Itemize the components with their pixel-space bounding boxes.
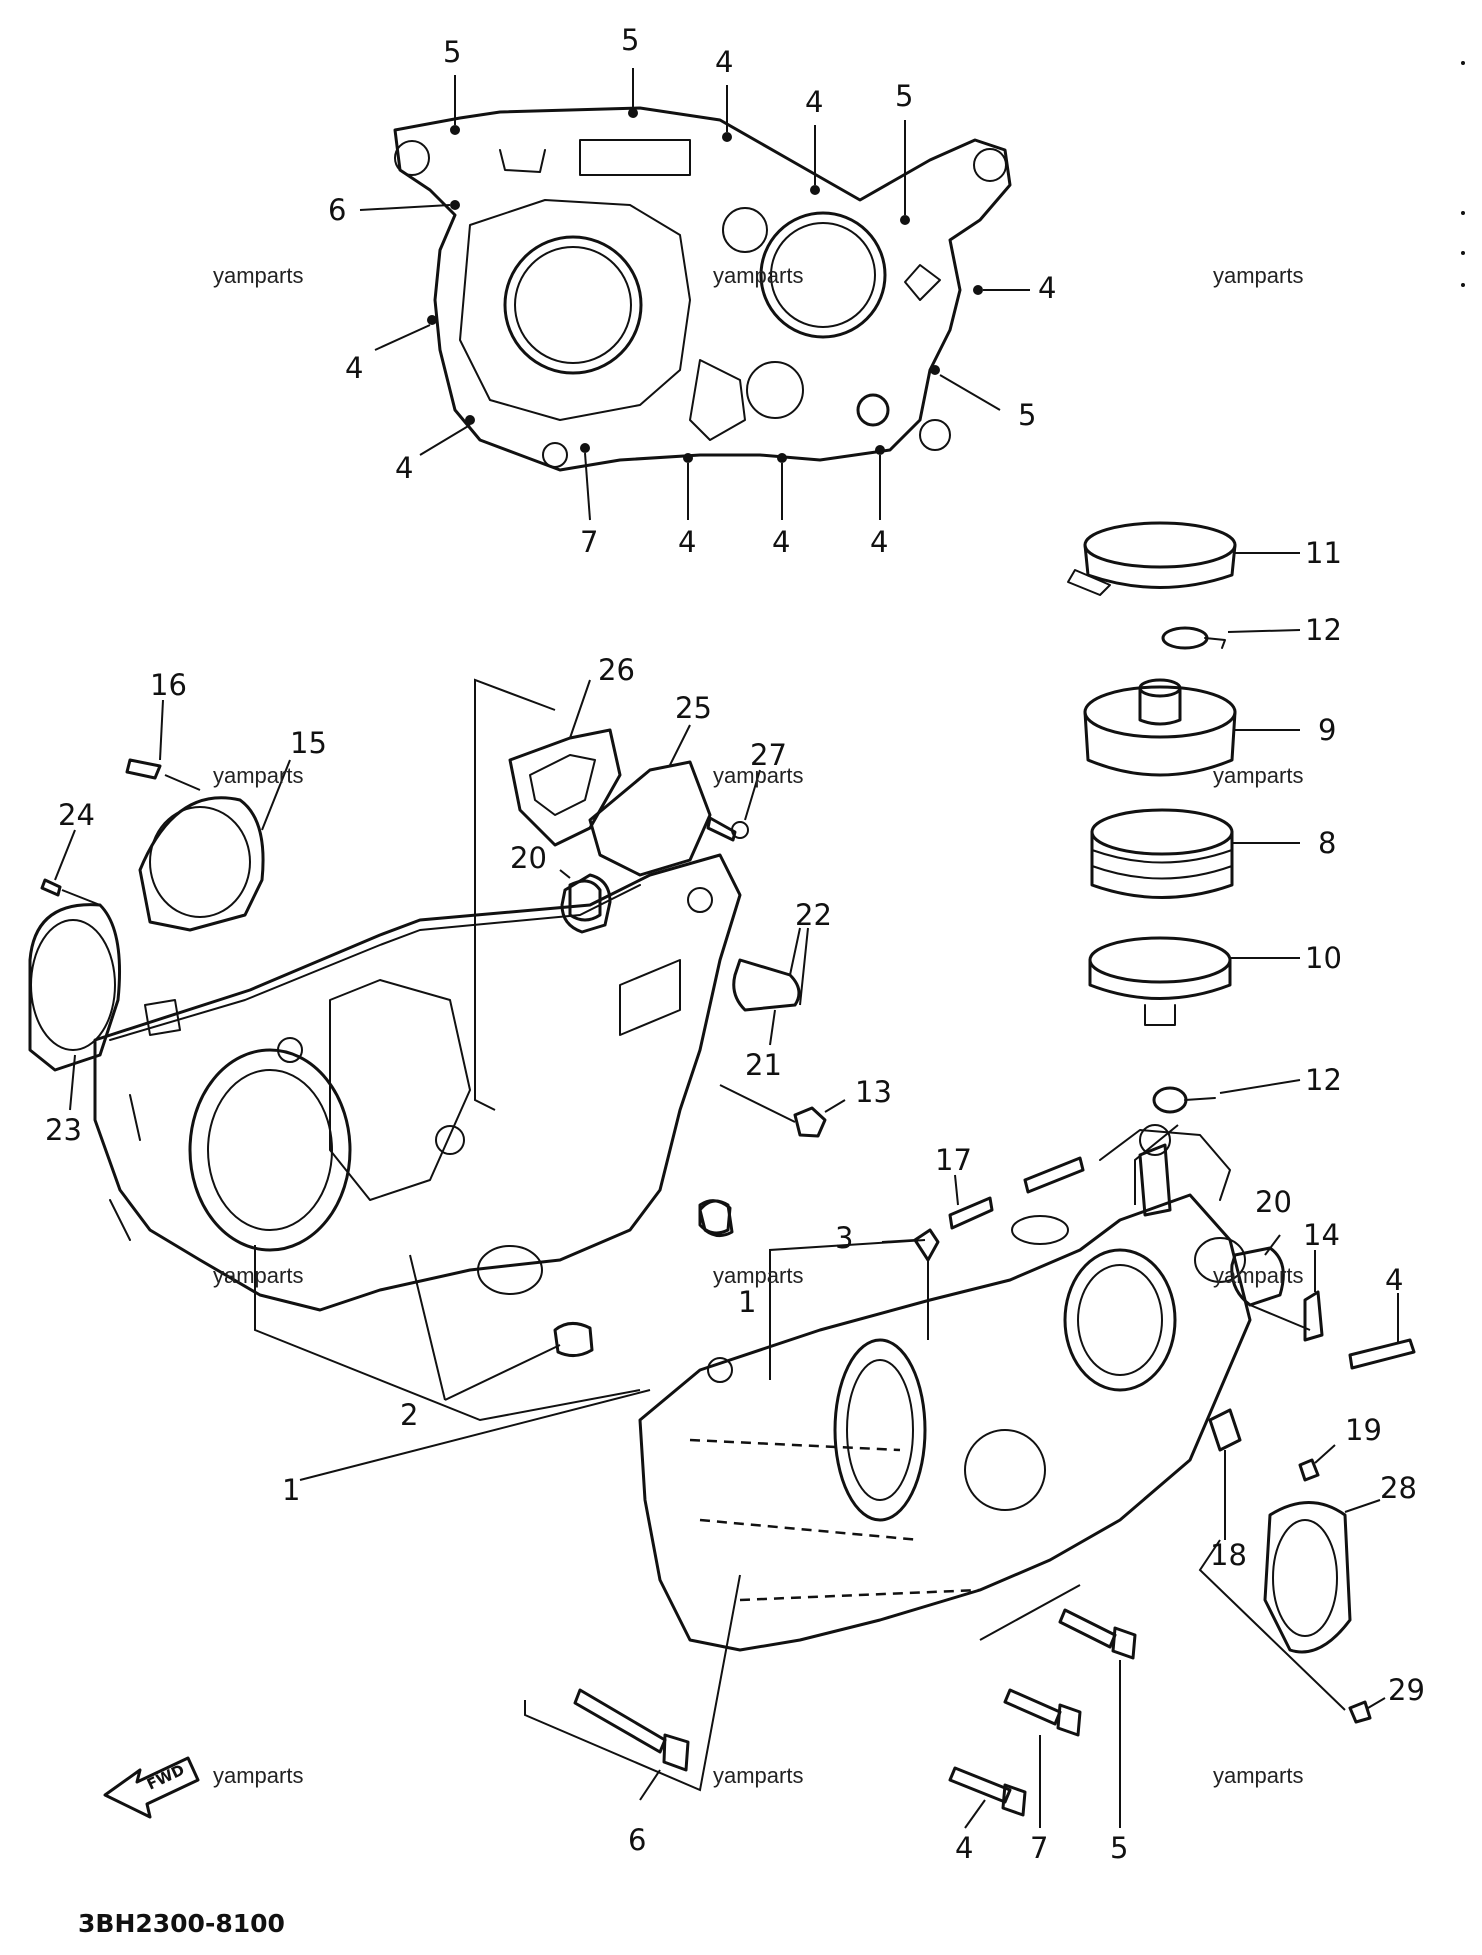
callout-top-5a: 5	[443, 35, 461, 69]
callout-28: 28	[1380, 1471, 1417, 1505]
watermark: yamparts	[1213, 1263, 1303, 1288]
watermark: yamparts	[713, 763, 803, 788]
left-crankcase-half	[93, 853, 742, 1422]
watermark: yamparts	[213, 263, 303, 288]
watermark: yamparts	[713, 1263, 803, 1288]
watermark: yamparts	[213, 1263, 303, 1288]
callout-14: 14	[1303, 1218, 1340, 1252]
callout-20a: 20	[510, 841, 547, 875]
right-crankcase-half	[638, 1124, 1252, 1652]
callout-top-4-right: 4	[1038, 271, 1056, 305]
callout-top-5c: 5	[895, 79, 913, 113]
bottom-bolts	[524, 1574, 1137, 1829]
crankcase-top-view	[359, 68, 1030, 521]
callout-7-bottom: 7	[1030, 1831, 1048, 1865]
right-side-small-parts	[881, 1156, 1416, 1370]
callout-2: 2	[400, 1398, 418, 1432]
breather-assembly	[1067, 521, 1301, 1205]
callout-18: 18	[1210, 1538, 1247, 1572]
callout-top-4-bot2: 4	[772, 525, 790, 559]
callout-5-bottom: 5	[1110, 1831, 1128, 1865]
callout-12a: 12	[1305, 613, 1342, 647]
callout-4-bottom: 4	[955, 1831, 973, 1865]
callout-25: 25	[675, 691, 712, 725]
callout-top-4-bot3: 4	[870, 525, 888, 559]
callout-1b: 1	[282, 1473, 300, 1507]
watermark: yamparts	[213, 1763, 303, 1788]
callout-22: 22	[795, 898, 832, 932]
callout-4-right: 4	[1385, 1263, 1403, 1297]
callout-1a: 1	[738, 1285, 756, 1319]
callout-6-bottom: 6	[628, 1823, 646, 1857]
callout-top-7: 7	[580, 525, 598, 559]
callout-top-4b: 4	[805, 85, 823, 119]
lower-small-parts	[299, 1254, 1386, 1724]
watermark: yamparts	[713, 1763, 803, 1788]
callout-24: 24	[58, 798, 95, 832]
callout-19: 19	[1345, 1413, 1382, 1447]
callout-top-4a: 4	[715, 45, 733, 79]
dowels-upper	[559, 869, 846, 1237]
part-code: 3BH2300-8100	[78, 1909, 285, 1938]
watermark: yamparts	[713, 263, 803, 288]
callout-top-4-left: 4	[345, 351, 363, 385]
left-small-parts	[28, 678, 761, 1111]
callout-10: 10	[1305, 941, 1342, 975]
callout-12b: 12	[1305, 1063, 1342, 1097]
callout-top-5b: 5	[621, 23, 639, 57]
callout-top-5-right: 5	[1018, 398, 1036, 432]
callout-21: 21	[745, 1048, 782, 1082]
callout-top-4-lowleft: 4	[395, 451, 413, 485]
watermark: yamparts	[1213, 263, 1303, 288]
callout-27: 27	[750, 738, 787, 772]
callout-top-6: 6	[328, 193, 346, 227]
callout-8: 8	[1318, 826, 1336, 860]
watermark: yamparts	[1213, 1763, 1303, 1788]
callout-17: 17	[935, 1143, 972, 1177]
callout-16: 16	[150, 668, 187, 702]
callout-3: 3	[835, 1221, 853, 1255]
callout-top-4-bot1: 4	[678, 525, 696, 559]
callout-11: 11	[1305, 536, 1342, 570]
callout-26: 26	[598, 653, 635, 687]
callout-20b: 20	[1255, 1185, 1292, 1219]
callout-29: 29	[1388, 1673, 1425, 1707]
callout-23: 23	[45, 1113, 82, 1147]
watermark: yamparts	[213, 763, 303, 788]
callout-13: 13	[855, 1075, 892, 1109]
watermark: yamparts	[1213, 763, 1303, 788]
callout-15: 15	[290, 726, 327, 760]
fwd-arrow-icon: FWD	[103, 1756, 200, 1819]
callout-9: 9	[1318, 713, 1336, 747]
